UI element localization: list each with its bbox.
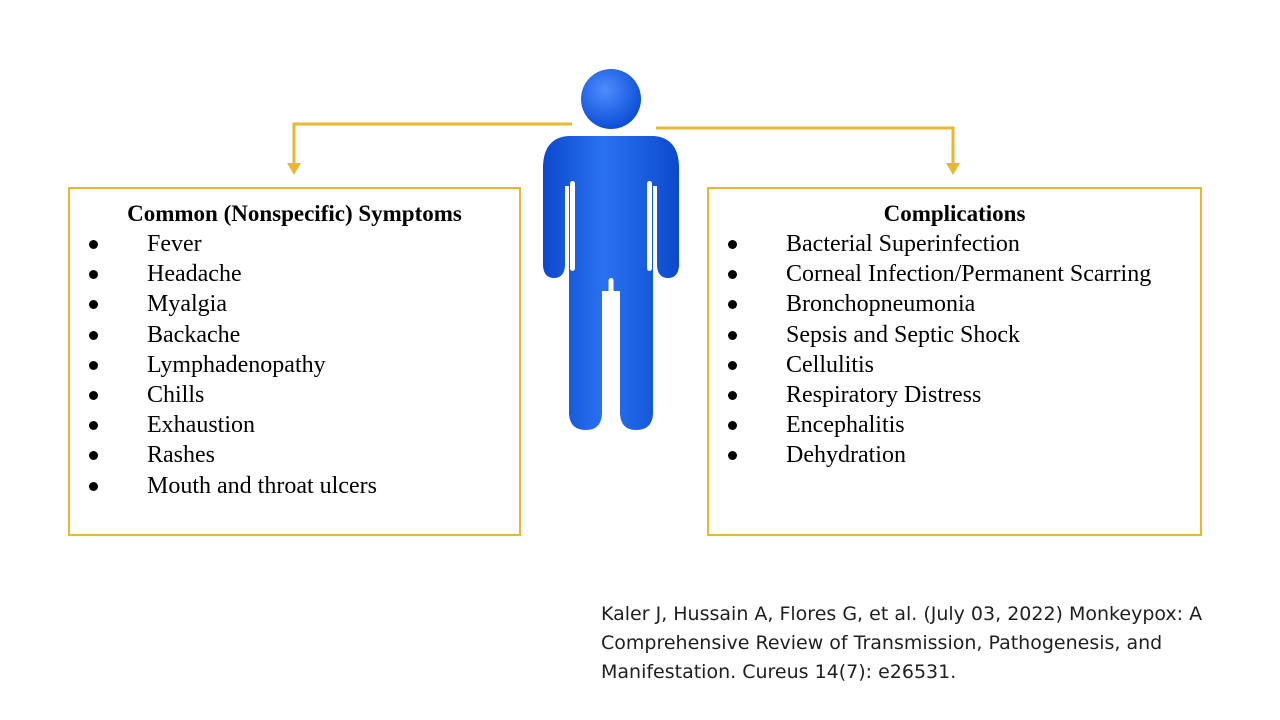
bullet-icon xyxy=(89,360,98,370)
list-item: Encephalitis xyxy=(723,410,1190,440)
list-item-text: Lymphadenopathy xyxy=(147,351,326,378)
list-item-text: Sepsis and Septic Shock xyxy=(786,321,1020,348)
list-item-text: Corneal Infection/Permanent Scarring xyxy=(786,261,1152,288)
list-item-text: Chills xyxy=(147,382,205,409)
bullet-icon xyxy=(89,300,98,310)
list-item-text: Cellulitis xyxy=(786,351,875,378)
symptoms-title: Common (Nonspecific) Symptoms xyxy=(127,201,462,226)
list-item: Bronchopneumonia xyxy=(723,289,1190,319)
symptoms-box: Common (Nonspecific) Symptoms Fever Head… xyxy=(68,187,521,536)
list-item-text: Fever xyxy=(147,231,202,257)
list-item-text: Exhaustion xyxy=(147,412,255,439)
list-item-text: Backache xyxy=(147,321,241,348)
bullet-icon xyxy=(728,391,737,401)
list-item-text: Mouth and throat ulcers xyxy=(147,472,377,499)
bullet-icon xyxy=(728,270,737,280)
left-arrowhead xyxy=(287,163,301,175)
bullet-icon xyxy=(728,240,737,249)
complications-list: Bacterial Superinfection Corneal Infecti… xyxy=(723,229,1190,471)
bullet-icon xyxy=(89,240,98,249)
right-arrowhead xyxy=(946,163,960,175)
list-item: Cellulitis xyxy=(723,350,1190,380)
bullet-icon xyxy=(728,330,737,340)
list-item: Headache xyxy=(84,259,509,289)
list-item-text: Myalgia xyxy=(147,291,227,318)
bullet-icon xyxy=(728,300,737,310)
list-item-text: Respiratory Distress xyxy=(786,382,982,409)
bullet-icon xyxy=(89,270,98,280)
bullet-icon xyxy=(89,481,98,491)
list-item-text: Dehydration xyxy=(786,442,906,469)
list-item-text: Headache xyxy=(147,261,242,288)
right-connector-line xyxy=(656,126,955,166)
list-item: Respiratory Distress xyxy=(723,380,1190,410)
symptoms-list: Fever Headache Myalgia Backache Lymphade… xyxy=(84,229,509,501)
bullet-icon xyxy=(89,330,98,340)
complications-title: Complications xyxy=(883,201,1026,226)
list-item-text: Encephalitis xyxy=(786,412,905,439)
list-item: Bacterial Superinfection xyxy=(723,229,1190,259)
list-item: Backache xyxy=(84,320,509,350)
bullet-icon xyxy=(728,360,737,370)
citation-text: Kaler J, Hussain A, Flores G, et al. (Ju… xyxy=(601,603,1203,683)
list-item: Chills xyxy=(84,380,509,410)
list-item-text: Bacterial Superinfection xyxy=(786,231,1020,257)
list-item-text: Rashes xyxy=(147,442,215,469)
list-item: Rashes xyxy=(84,440,509,470)
list-item: Corneal Infection/Permanent Scarring xyxy=(723,259,1190,289)
bullet-icon xyxy=(89,451,98,461)
bullet-icon xyxy=(89,391,98,401)
person-icon xyxy=(543,69,679,430)
list-item: Sepsis and Septic Shock xyxy=(723,320,1190,350)
bullet-icon xyxy=(728,451,737,461)
bullet-icon xyxy=(728,421,737,431)
list-item: Fever xyxy=(84,229,509,259)
list-item: Exhaustion xyxy=(84,410,509,440)
list-item-text: Bronchopneumonia xyxy=(786,291,976,318)
left-connector-line xyxy=(292,122,572,166)
list-item: Mouth and throat ulcers xyxy=(84,471,509,501)
list-item: Myalgia xyxy=(84,289,509,319)
bullet-icon xyxy=(89,421,98,431)
complications-box: Complications Bacterial Superinfection C… xyxy=(707,187,1202,536)
list-item: Dehydration xyxy=(723,440,1190,470)
list-item: Lymphadenopathy xyxy=(84,350,509,380)
